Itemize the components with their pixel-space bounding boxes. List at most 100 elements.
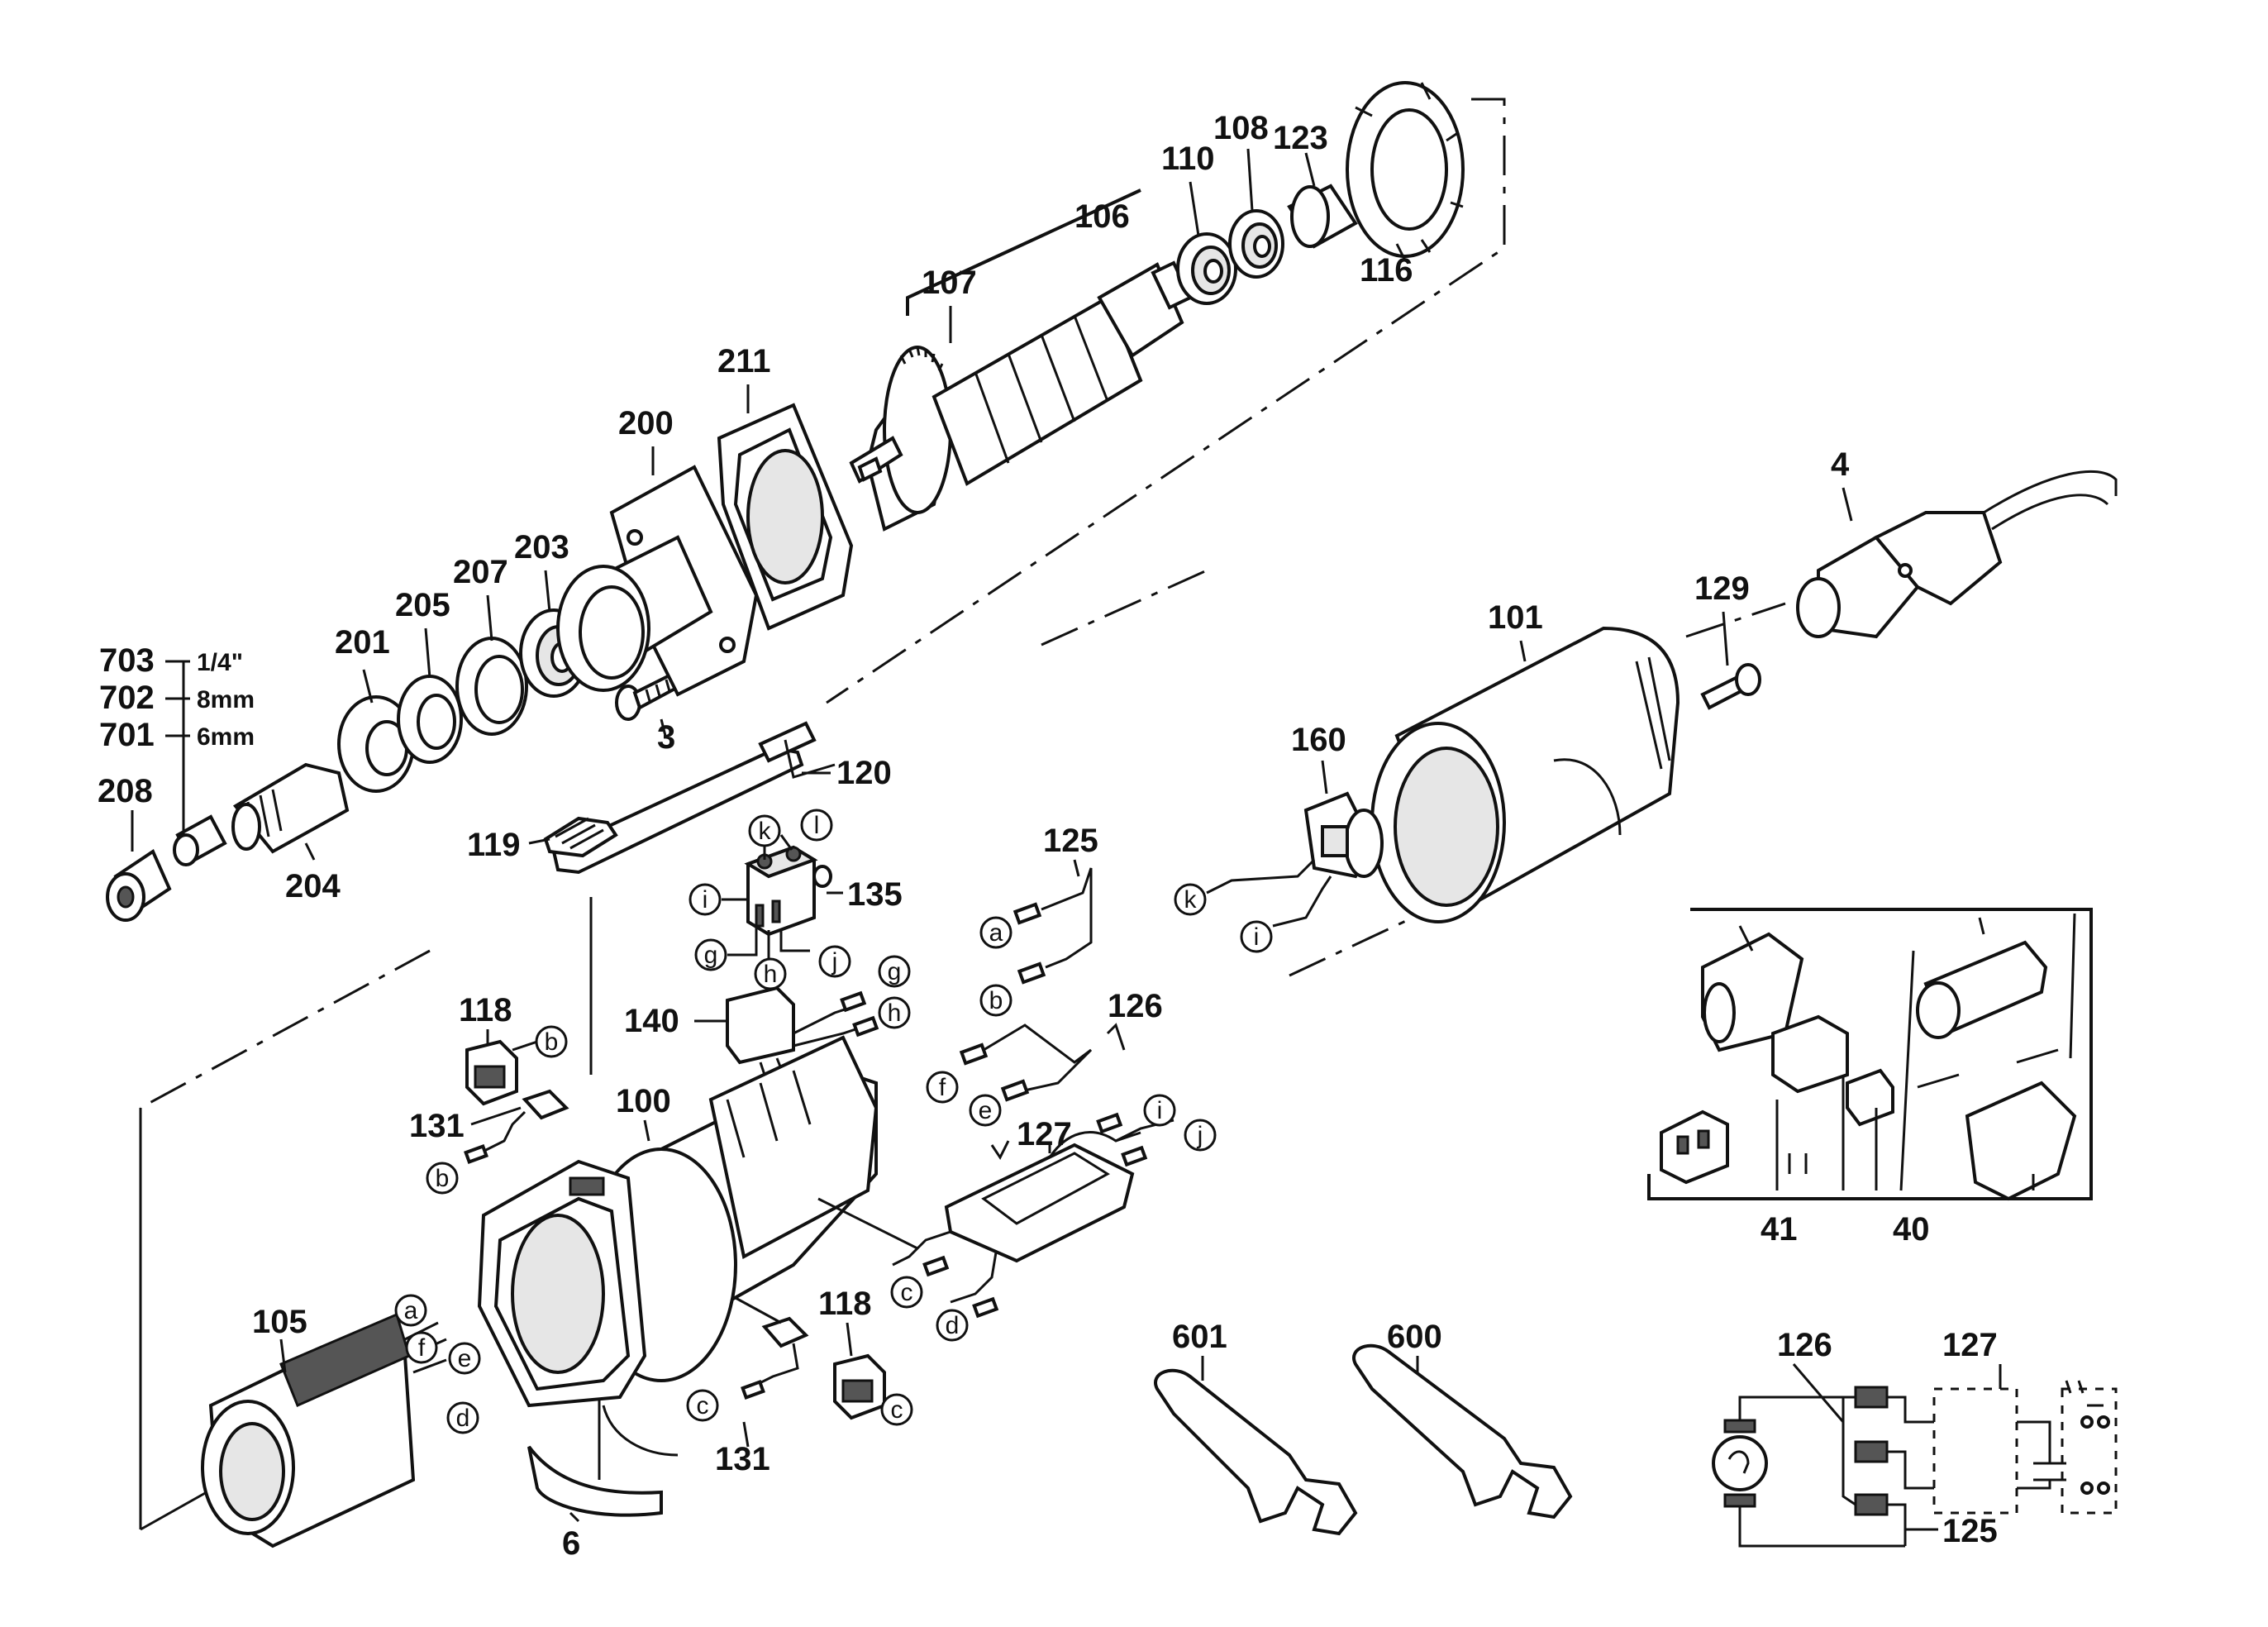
label-126: 126 — [1108, 988, 1163, 1024]
svg-text:g: g — [704, 942, 718, 969]
label-116: 116 — [1360, 252, 1413, 289]
svg-text:i: i — [1254, 923, 1260, 951]
connector-a-125: a — [979, 916, 1012, 949]
svg-text:e: e — [458, 1345, 472, 1372]
leader-101 — [1519, 640, 1527, 662]
cable-harness-127 — [892, 1112, 1174, 1319]
label-107: 107 — [922, 265, 977, 301]
leader-4 — [1842, 487, 1853, 522]
wire-i — [1272, 876, 1332, 928]
svg-text:f: f — [418, 1334, 426, 1362]
label-135: 135 — [847, 876, 903, 913]
connector-k-switch: k — [748, 814, 781, 847]
label-127-schematic: 127 — [1942, 1327, 1998, 1363]
svg-text:d: d — [456, 1405, 470, 1432]
label-125: 125 — [1043, 823, 1098, 859]
wrench-600 — [1352, 1343, 1573, 1520]
leader-131b — [742, 1421, 750, 1448]
svg-text:e: e — [979, 1097, 993, 1124]
inset-frame — [1647, 908, 2093, 1200]
axis-middle — [1041, 569, 1208, 647]
terminal-a — [1012, 902, 1042, 925]
bracket-106 — [906, 188, 1141, 316]
switch-135 — [744, 845, 832, 937]
brush-holder-118-lower — [833, 1353, 886, 1420]
axis-plug — [1685, 602, 1786, 638]
connector-d-105: d — [446, 1401, 479, 1434]
svg-text:j: j — [1197, 1122, 1203, 1149]
leader-160 — [1321, 760, 1328, 794]
connector-d-127: d — [936, 1309, 969, 1342]
size-702: 8mm — [197, 686, 255, 713]
cover-6 — [527, 1405, 679, 1517]
svg-text:k: k — [1184, 886, 1198, 914]
connector-b-118-upper: b — [535, 1025, 568, 1058]
leader-118b — [846, 1322, 853, 1357]
plug-housing-inset — [1701, 932, 1804, 1052]
switch-leader-j — [779, 930, 810, 952]
connector-i-switch: i — [688, 883, 722, 916]
housing-101 — [1370, 626, 1680, 923]
ring-207 — [455, 637, 528, 736]
spindle-204 — [231, 762, 350, 854]
svg-text:k: k — [759, 818, 772, 845]
connector-i-127: i — [1143, 1094, 1176, 1127]
label-140: 140 — [624, 1003, 679, 1039]
terminal-e — [1000, 1079, 1030, 1102]
washer-205 — [397, 675, 463, 764]
wire-126 — [983, 1023, 1093, 1093]
connector-line-100-127 — [817, 1197, 918, 1250]
leader-207 — [486, 594, 493, 642]
label-200: 200 — [618, 405, 674, 441]
svg-text:j: j — [831, 948, 838, 976]
label-40: 40 — [1893, 1211, 1930, 1248]
connector-c-118-lower: c — [880, 1393, 913, 1426]
circuit-schematic — [1712, 1363, 2118, 1548]
label-118-upper: 118 — [459, 992, 512, 1028]
label-211: 211 — [717, 343, 771, 379]
svg-text:b: b — [545, 1028, 559, 1056]
label-101: 101 — [1488, 599, 1543, 636]
axis-upper — [826, 98, 1506, 704]
connector-f-126: f — [926, 1071, 959, 1104]
leader-205 — [424, 627, 431, 679]
connector-g-capacitor: g — [878, 955, 911, 988]
screw-129 — [1700, 663, 1761, 710]
label-108: 108 — [1213, 110, 1269, 146]
connector-l-switch: l — [800, 809, 833, 842]
connector-j-switch: j — [818, 945, 851, 978]
leader-119 — [528, 837, 550, 845]
svg-text:i: i — [1157, 1097, 1163, 1124]
cord-plug-4 — [1796, 470, 2118, 639]
svg-text:c: c — [891, 1396, 903, 1424]
label-131-upper: 131 — [409, 1108, 465, 1144]
sleeve-inset — [1916, 940, 2048, 1039]
leader-131a — [470, 1106, 522, 1126]
leader-123 — [1304, 152, 1316, 187]
svg-text:g: g — [888, 958, 902, 985]
svg-text:c: c — [901, 1279, 913, 1306]
label-100: 100 — [616, 1083, 671, 1119]
connector-e-105: e — [448, 1342, 481, 1375]
gasket-211 — [717, 403, 854, 631]
leader-129 — [1722, 611, 1729, 666]
sleeve-123 — [1287, 184, 1358, 249]
label-119: 119 — [467, 827, 521, 863]
label-125-schematic: 125 — [1942, 1513, 1998, 1549]
label-106: 106 — [1074, 198, 1130, 235]
connector-c-131-lower: c — [686, 1389, 719, 1422]
connector-e-126: e — [969, 1094, 1002, 1127]
label-131-lower: 131 — [715, 1441, 770, 1477]
label-701: 701 — [99, 717, 155, 753]
label-205: 205 — [395, 587, 450, 623]
label-601: 601 — [1172, 1319, 1227, 1355]
cover-inset — [1965, 1081, 2077, 1201]
connector-h-switch: h — [754, 957, 787, 990]
switch-leader-i — [722, 898, 750, 918]
terminal-f — [959, 1043, 989, 1066]
brush-131-lower — [735, 1296, 809, 1400]
axis-main — [140, 949, 431, 1109]
svg-text:d: d — [946, 1312, 960, 1339]
bearing-flange-200 — [556, 465, 759, 697]
label-208: 208 — [98, 773, 153, 809]
